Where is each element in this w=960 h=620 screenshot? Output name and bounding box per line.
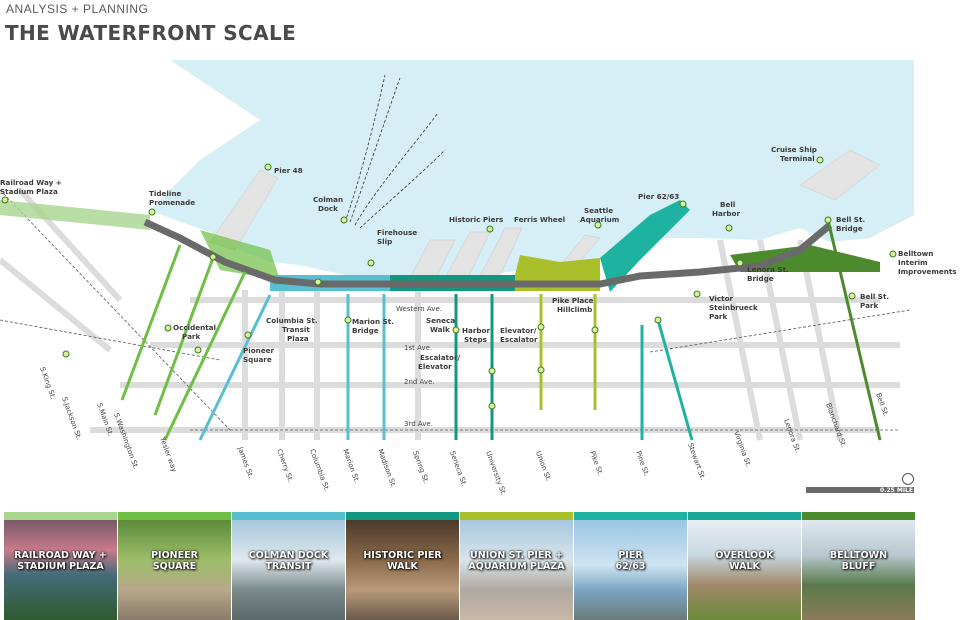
street-label: Yesler way [158, 435, 178, 473]
street-label: Bell St. [874, 392, 890, 418]
street-label: Pike St. [588, 450, 604, 477]
photo-color-bar [4, 512, 117, 520]
street-label: Marion St. [341, 448, 361, 484]
svg-text:Ferris Wheel: Ferris Wheel [514, 215, 565, 224]
svg-text:Marion St.Bridge: Marion St.Bridge [352, 317, 394, 335]
svg-text:1st Ave.: 1st Ave. [404, 344, 432, 352]
svg-text:Lenora St.Bridge: Lenora St.Bridge [747, 265, 789, 283]
north-arrow-icon [902, 473, 914, 485]
svg-text:Pier 48: Pier 48 [274, 166, 303, 175]
svg-text:Elevator/Escalator: Elevator/Escalator [500, 326, 538, 344]
header-kicker: ANALYSIS + PLANNING [6, 2, 149, 16]
water-area [150, 60, 914, 282]
svg-text:Western Ave.: Western Ave. [396, 305, 442, 313]
pier62-zone [600, 200, 690, 292]
street-label: Cherry St. [275, 448, 295, 484]
svg-text:Escalator/Elevator: Escalator/Elevator [418, 353, 461, 371]
street-label: Columbia St. [308, 448, 331, 493]
street-label: Stewart St. [686, 442, 707, 481]
street-label: Union St. [534, 450, 552, 483]
pioneer-zone [200, 230, 280, 280]
svg-text:Bell St.Park: Bell St.Park [860, 292, 889, 310]
street-label: University St. [484, 450, 508, 497]
svg-text:3rd Ave.: 3rd Ave. [404, 420, 433, 428]
svg-text:Pier 62/63: Pier 62/63 [638, 192, 679, 201]
railway-lines [0, 189, 911, 431]
svg-text:Historic Piers: Historic Piers [449, 215, 503, 224]
ferry-routes [344, 74, 446, 229]
svg-text:Railroad Way +Stadium Plaza: Railroad Way +Stadium Plaza [0, 178, 62, 196]
alaskan-way-road [143, 218, 833, 288]
photo-union-st-pier: UNION ST. PIER +AQUARIUM PLAZA [460, 512, 573, 620]
railroad-plaza-zone [0, 200, 150, 230]
street-label: Pine St. [634, 450, 651, 478]
piers [209, 149, 881, 279]
location-markers [1, 156, 897, 410]
street-label: Virginia St. [732, 430, 753, 468]
photo-railroad-way: RAILROAD WAY +STADIUM PLAZA [4, 512, 117, 620]
street-label: S.Washington St. [112, 412, 140, 471]
svg-text:Bell St.Bridge: Bell St.Bridge [836, 215, 865, 233]
svg-text:2nd Ave.: 2nd Ave. [404, 378, 435, 386]
street-label: S.Jackson St. [60, 396, 83, 441]
street-label: S.King St. [38, 366, 57, 400]
scale-label: 0.25 MILE [880, 487, 914, 494]
street-label: Seneca St. [448, 450, 468, 488]
street-grid [0, 187, 900, 441]
scale-bar [806, 487, 914, 493]
page-title: THE WATERFRONT SCALE [5, 21, 297, 45]
street-label: Madison St. [376, 448, 397, 489]
street-label: Spring St. [411, 450, 430, 485]
street-label: James St. [236, 445, 255, 479]
connection-arrows [120, 219, 882, 441]
